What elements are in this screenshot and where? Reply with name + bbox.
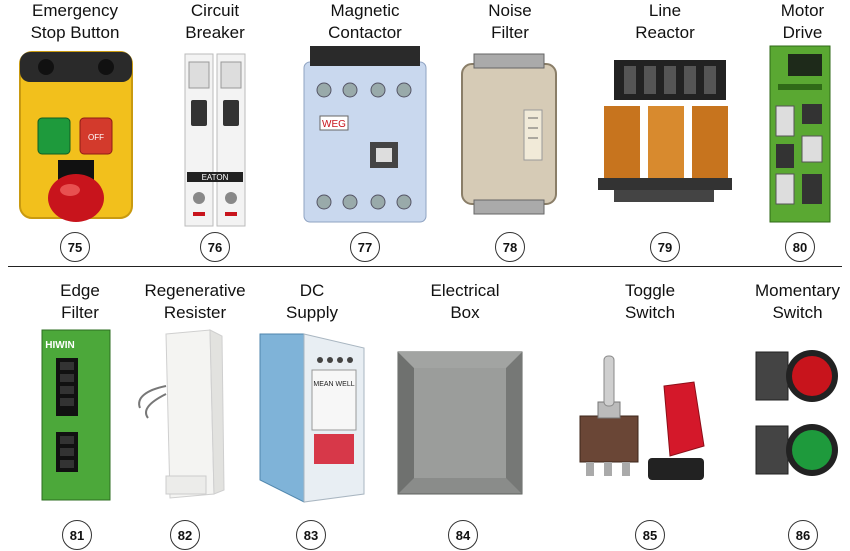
circuit-breaker-icon: EATON [184,53,246,227]
label-circuit-breaker: Circuit Breaker [185,1,245,42]
number-badge-75: 75 [60,232,90,262]
number-badge-80: 80 [785,232,815,262]
noise-filter-icon [461,53,557,215]
contactor-brand: WEG [322,119,346,130]
svg-text:OFF: OFF [88,133,104,142]
number-badge-78: 78 [495,232,525,262]
number-badge-81: 81 [62,520,92,550]
electrical-box-icon [397,351,523,495]
label-motor-drive: Motor Drive [780,1,825,42]
magnetic-contactor-icon: WEG [303,46,427,223]
number-badge-82: 82 [170,520,200,550]
emergency-stop-button-icon: OFF [19,51,133,222]
dc-supply-icon: MEAN WELL [259,333,365,503]
number-badge-86: 86 [788,520,818,550]
label-noise-filter: Noise Filter [488,1,532,42]
momentary-switch-icon [755,350,838,476]
number-badge-83: 83 [296,520,326,550]
number-badge-79: 79 [650,232,680,262]
line-reactor-icon [598,60,732,202]
number-badge-77: 77 [350,232,380,262]
motor-drive-icon [769,45,831,223]
dc-supply-brand: MEAN WELL [313,381,354,388]
number-badge-84: 84 [448,520,478,550]
label-regenerative-resister: Regenerative Resister [144,281,246,322]
label-emergency-stop-button: Emergency Stop Button [30,1,120,42]
label-dc-supply: DC Supply [286,281,338,322]
label-magnetic-contactor: Magnetic Contactor [328,1,402,42]
label-edge-filter: Edge Filter [60,281,100,322]
edge-filter-brand: HIWIN [45,340,74,351]
edge-filter-icon: HIWIN [41,329,111,501]
label-electrical-box: Electrical Box [430,281,500,322]
number-badge-85: 85 [635,520,665,550]
regenerative-resistor-icon [138,329,225,499]
label-toggle-switch: Toggle Switch [624,281,676,322]
label-momentary-switch: Momentary Switch [754,281,841,322]
toggle-switch-icon [579,355,705,480]
row-divider [8,266,842,267]
number-badge-76: 76 [200,232,230,262]
label-line-reactor: Line Reactor [635,1,695,42]
breaker-brand: EATON [202,173,229,182]
